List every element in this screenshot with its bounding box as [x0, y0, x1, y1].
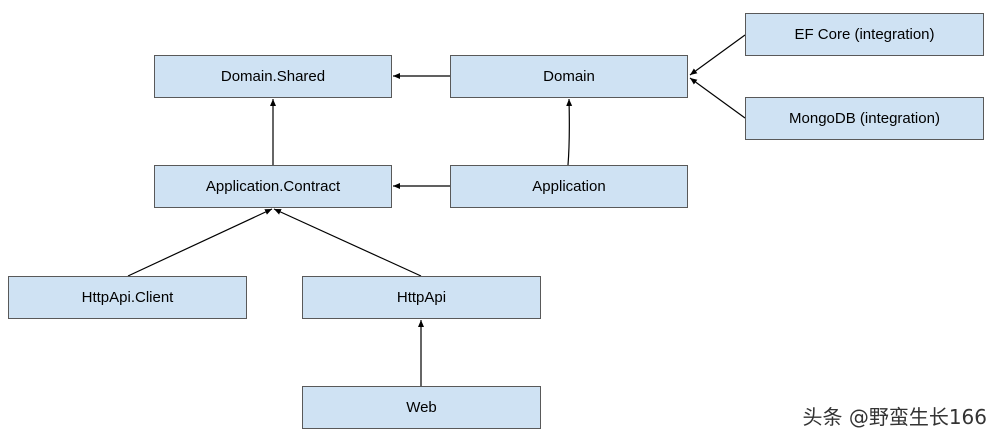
edge-httpapi-client-to-app-contract [127, 208, 273, 277]
node-label: MongoDB (integration) [789, 110, 940, 127]
edge-application-to-domain [566, 98, 573, 166]
node-domain: Domain [450, 55, 688, 98]
edge-efcore-to-domain [689, 34, 746, 76]
node-application-contract: Application.Contract [154, 165, 392, 208]
node-label: Application.Contract [205, 178, 341, 195]
node-label: Application [532, 178, 606, 195]
edge-httpapi-to-app-contract [273, 208, 422, 277]
node-httpapi: HttpApi [302, 276, 541, 319]
node-application: Application [450, 165, 688, 208]
node-domain-shared: Domain.Shared [154, 55, 392, 98]
node-mongodb: MongoDB (integration) [745, 97, 984, 140]
node-web: Web [302, 386, 541, 429]
node-ef-core: EF Core (integration) [745, 13, 984, 56]
node-label: Domain [543, 68, 595, 85]
node-label: Domain.Shared [220, 68, 326, 85]
node-label: HttpApi.Client [81, 289, 174, 306]
node-httpapi-client: HttpApi.Client [8, 276, 247, 319]
node-label: EF Core (integration) [794, 26, 935, 43]
edge-mongodb-to-domain [689, 77, 746, 119]
node-label: Web [406, 399, 437, 416]
watermark-text: 头条 @野蛮生长166 [802, 405, 987, 429]
node-label: HttpApi [396, 289, 447, 306]
